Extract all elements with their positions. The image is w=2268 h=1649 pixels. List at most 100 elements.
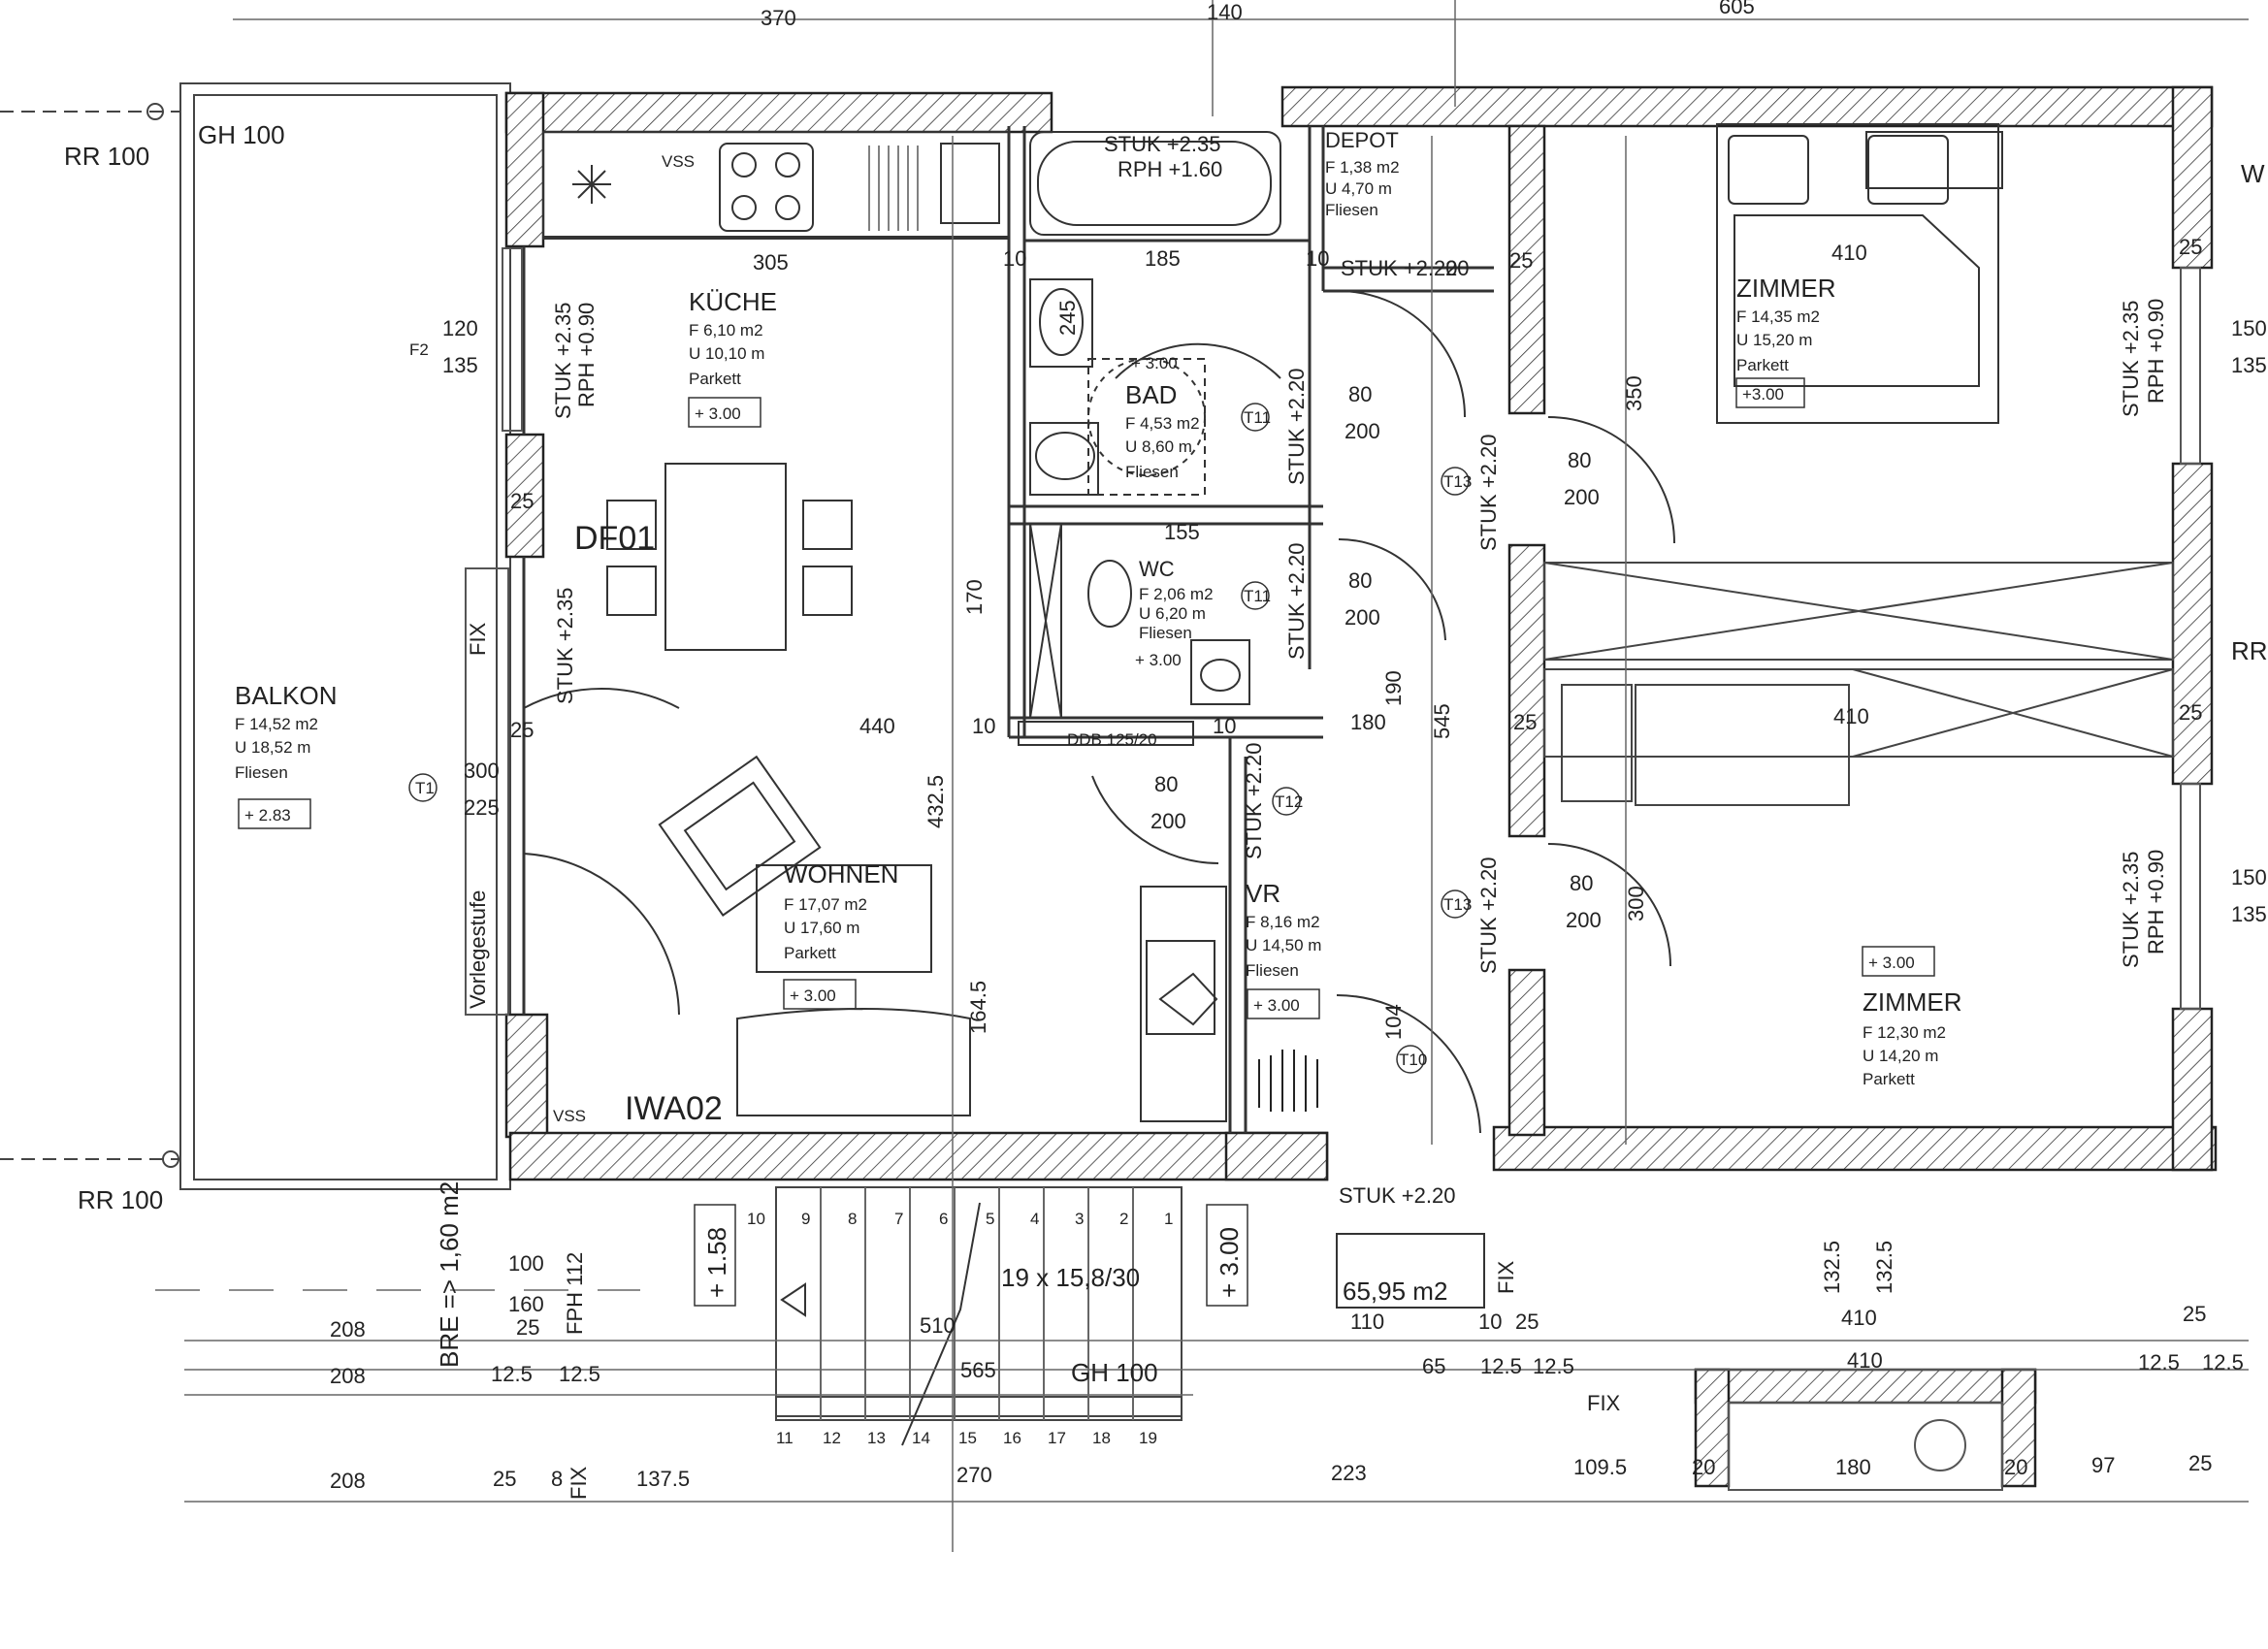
stair-step: 1 [1164,1210,1173,1228]
dim-150-a: 150 [2231,316,2267,340]
dim-410-mid: 410 [1833,704,1869,728]
dim-270: 270 [956,1463,992,1487]
dim-20-a: 20 [1445,256,1469,280]
room-height: + 2.83 [244,806,291,824]
fix-label-left: FIX [567,1466,591,1500]
stuk-bad-v: STUK +2.20 [1284,369,1309,485]
dim-135: 135 [442,353,478,377]
dim-185: 185 [1145,246,1181,271]
w-label-edge: W [2241,159,2265,188]
door-80-z2: 80 [1570,871,1593,895]
dimension-lines [155,0,2249,1552]
room-perimeter: U 17,60 m [784,919,859,937]
dim-208-b: 208 [330,1364,366,1388]
dim-25-e: 25 [2179,700,2202,725]
room-perimeter: U 15,20 m [1736,331,1812,349]
room-floor: Fliesen [1139,624,1192,642]
room-perimeter: U 14,50 m [1246,936,1321,954]
dim-top-605: 605 [1719,0,1755,18]
level-300: + 3.00 [1215,1227,1244,1298]
stair-step: 8 [848,1210,857,1228]
stair-step: 6 [939,1210,948,1228]
room-perimeter: U 8,60 m [1125,437,1192,456]
room-name: ZIMMER [1736,274,1836,303]
dim-97: 97 [2091,1453,2115,1477]
room-wohnen: WOHNEN F 17,07 m2 U 17,60 m Parkett + 3.… [783,859,898,1010]
vorlegestufe-label: Vorlegestufe [466,890,490,1009]
room-perimeter: U 10,10 m [689,344,764,363]
dim-135-a: 135 [2231,353,2267,377]
fix-label-bottom: FIX [1587,1391,1621,1415]
dim-1645: 164.5 [966,981,990,1034]
elevator-symbol [1728,1402,2003,1491]
dim-25-j: 25 [2188,1451,2212,1475]
dim-125-d: 12.5 [1533,1354,1574,1378]
dim-120: 120 [442,316,478,340]
rph-kueche: RPH +0.90 [574,303,599,407]
stair-step: 15 [958,1429,977,1447]
dim-300-v: 300 [1624,886,1648,922]
dining-table [606,463,853,651]
gh-label-bottom: GH 100 [1071,1358,1158,1387]
dim-1095: 109.5 [1573,1455,1627,1479]
total-area: 65,95 m2 [1343,1277,1447,1306]
stuk-vr-v: STUK +2.20 [1242,743,1266,859]
door-200-vr: 200 [1150,809,1186,833]
room-height: + 3.00 [1131,354,1178,372]
fix-label-vr: FIX [1494,1260,1518,1294]
room-height: + 3.00 [790,986,836,1005]
room-floor: Parkett [784,944,836,962]
staircase [775,1186,1183,1446]
door-80-z1: 80 [1568,448,1591,472]
room-name: BALKON [235,681,338,710]
room-vr: VR F 8,16 m2 U 14,50 m Fliesen + 3.00 [1246,879,1321,1019]
dim-565: 565 [960,1358,996,1382]
dim-135-b: 135 [2231,902,2267,926]
dim-170: 170 [962,579,987,615]
dim-110: 110 [1350,1310,1384,1334]
room-wc: WC F 2,06 m2 U 6,20 m Fliesen + 3.00 [1135,557,1214,669]
door-swings [523,290,1675,1134]
dim-125-b: 12.5 [559,1362,600,1386]
dim-190: 190 [1381,670,1406,706]
rr-label-edge: RR [2231,636,2268,665]
stair-step: 16 [1003,1429,1021,1447]
room-floor: Fliesen [1125,463,1179,481]
dim-160: 160 [508,1292,544,1316]
room-zimmer-1: ZIMMER F 14,35 m2 U 15,20 m Parkett +3.0… [1735,274,1836,408]
dim-245: 245 [1055,300,1080,336]
room-name: BAD [1125,380,1177,409]
marker-t13-b: T13 [1443,895,1472,914]
marker-t11-a: T11 [1244,408,1271,427]
dim-65: 65 [1422,1354,1445,1378]
stair-step: 19 [1139,1429,1157,1447]
dim-25-c: 25 [1509,248,1533,273]
room-height: + 3.00 [1253,996,1300,1015]
dim-305: 305 [753,250,789,275]
door-80-bad: 80 [1348,382,1372,406]
dim-1325-b: 132.5 [1872,1241,1896,1294]
stair-step: 11 [776,1429,794,1447]
dim-510: 510 [920,1313,956,1338]
room-area: F 17,07 m2 [784,895,867,914]
room-name: WOHNEN [784,859,898,889]
stuk-z2-left: STUK +2.20 [1476,857,1501,974]
dim-155: 155 [1164,520,1200,544]
stuk-z1-right: STUK +2.35 [2119,301,2143,417]
dim-125-f: 12.5 [2202,1350,2244,1374]
room-area: F 1,38 m2 [1325,158,1400,177]
dim-10-e: 10 [1478,1310,1502,1334]
stair-step: 2 [1119,1210,1128,1228]
room-name: KÜCHE [689,287,777,316]
stair-spec: 19 x 15,8/30 [1001,1263,1140,1292]
vss-label-top: VSS [662,152,695,171]
room-perimeter: U 4,70 m [1325,179,1392,198]
dim-top-140: 140 [1207,0,1243,24]
dim-20-b: 20 [1692,1455,1715,1479]
dim-440: 440 [859,714,895,738]
stuk-depot: STUK +2.20 [1341,256,1457,280]
hallway-furniture [1140,886,1318,1122]
dim-25-k: 25 [2183,1302,2206,1326]
stair-numbers-top: 10 9 8 7 6 5 4 3 2 1 [747,1210,1173,1228]
stair-step: 5 [986,1210,994,1228]
